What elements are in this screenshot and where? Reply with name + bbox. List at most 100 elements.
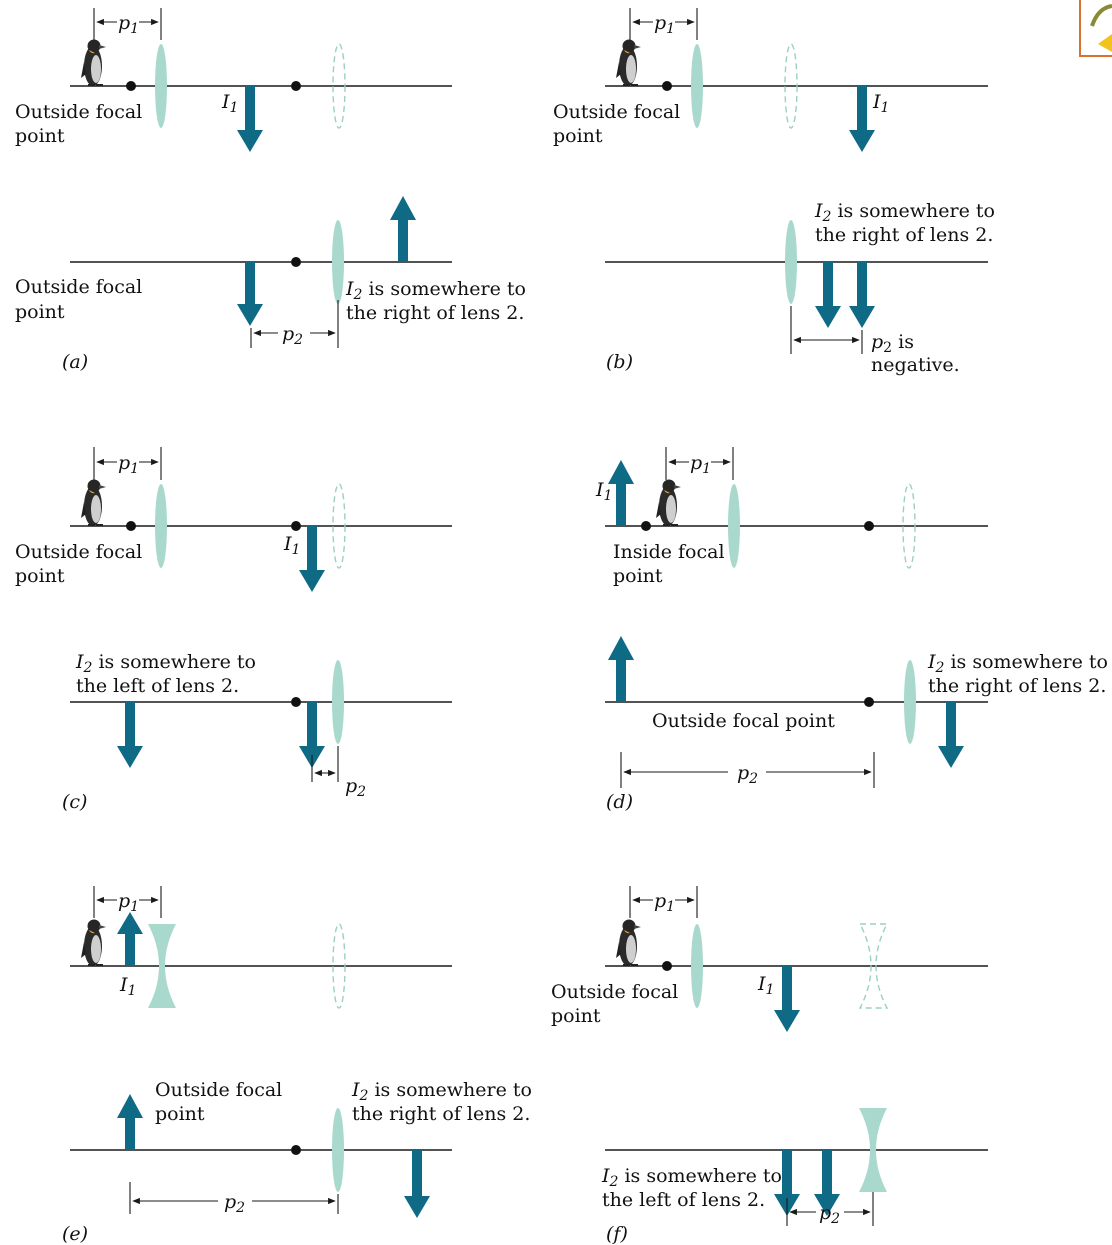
image-arrow-i1	[237, 86, 263, 152]
lens-2	[332, 1108, 344, 1192]
image-arrow-i1	[117, 912, 143, 966]
p1-label: p1	[654, 12, 675, 37]
i2-left-label: the left of lens 2.	[602, 1189, 765, 1211]
lens-1	[691, 924, 703, 1008]
panel-b: p1 I1 Outside focal point I2 is somewher…	[553, 8, 995, 376]
outside-focal-point-label: Outside focal point	[652, 710, 835, 732]
point-label: point	[155, 1103, 205, 1125]
i2-right-label: the right of lens 2.	[346, 302, 524, 324]
image-arrow-i1-as-object	[774, 1150, 800, 1216]
panel-label: (e)	[62, 1223, 88, 1245]
focal-point	[291, 81, 301, 91]
panel-label: (a)	[62, 351, 88, 373]
lens-1	[155, 484, 167, 568]
penguin-icon	[81, 39, 106, 86]
i2-right-label: the right of lens 2.	[815, 224, 993, 246]
p1-label: p1	[118, 452, 139, 477]
lens-1	[728, 484, 740, 568]
i1-label: I1	[283, 533, 300, 558]
i1-label: I1	[119, 974, 136, 999]
lens-2-ghost	[902, 483, 916, 569]
panel-d: p1 I1 Inside focal point Outside focal p…	[595, 447, 1108, 813]
i2-left-label: I2 is somewhere to	[601, 1165, 782, 1190]
outside-focal-label: Outside focal	[15, 541, 142, 563]
outside-focal-label: Outside focal	[155, 1079, 282, 1101]
lens-2	[332, 660, 344, 744]
lens-2-ghost	[784, 43, 798, 129]
p2-label: p2	[345, 775, 366, 800]
lens-2	[785, 220, 797, 304]
penguin-icon	[81, 479, 106, 526]
i1-label: I1	[221, 91, 238, 116]
p2-negative-label: p2 is	[871, 331, 914, 356]
i2-right-label: I2 is somewhere to	[927, 651, 1108, 676]
image-arrow-i1	[608, 460, 634, 526]
image-arrow-i1-as-object	[299, 702, 325, 768]
panel-label: (b)	[606, 351, 633, 373]
i2-left-label: the left of lens 2.	[76, 675, 239, 697]
i2-right-label: I2 is somewhere to	[814, 200, 995, 225]
lens-2	[332, 220, 344, 304]
image-arrow-i1-as-object	[815, 262, 841, 328]
focal-point	[291, 697, 301, 707]
image-arrow-i1	[849, 86, 875, 152]
i1-label: I1	[595, 479, 612, 504]
panel-label: (f)	[606, 1223, 628, 1245]
lens-2-ghost	[332, 923, 346, 1009]
lens-1	[155, 44, 167, 128]
penguin-icon	[656, 479, 681, 526]
penguin-icon	[81, 919, 106, 966]
i2-right-label: I2 is somewhere to	[345, 278, 526, 303]
panel-c: p1 I1 Outside focal point I2 is somewher…	[15, 447, 452, 813]
p1-label: p1	[118, 890, 139, 915]
panel-label: (d)	[606, 791, 633, 813]
point-label: point	[613, 565, 663, 587]
focal-point	[126, 521, 136, 531]
outside-focal-label: Outside focal	[15, 276, 142, 298]
i2-right-label: I2 is somewhere to	[351, 1079, 532, 1104]
lens-2-ghost-diverging	[858, 923, 889, 1009]
lens-1	[691, 44, 703, 128]
focal-point	[291, 1145, 301, 1155]
image-arrow-i2	[849, 262, 875, 328]
i2-right-label: the right of lens 2.	[928, 675, 1106, 697]
focal-point	[641, 521, 651, 531]
focal-point	[662, 961, 672, 971]
image-arrow-i1	[774, 966, 800, 1032]
lens-1-diverging	[148, 924, 176, 1008]
panel-f: p1 I1 Outside focal point I2 is somewher…	[551, 886, 988, 1245]
panel-e: p1 I1 Outside focal point I2 is somewher…	[62, 886, 532, 1245]
point-label: point	[15, 125, 65, 147]
focal-point	[662, 81, 672, 91]
p1-label: p1	[690, 452, 711, 477]
point-label: point	[553, 125, 603, 147]
penguin-icon	[616, 39, 641, 86]
image-arrow-i1	[299, 526, 325, 592]
outside-focal-label: Outside focal	[15, 101, 142, 123]
p2-negative-label: negative.	[871, 354, 960, 376]
focal-point	[126, 81, 136, 91]
p2-label: p2	[282, 323, 303, 348]
panel-a: p1 I1 Outside focal point Outside focal …	[15, 8, 526, 373]
image-arrow-i2	[390, 196, 416, 262]
image-arrow-i1-as-object	[608, 636, 634, 702]
i2-right-label: the right of lens 2.	[352, 1103, 530, 1125]
point-label: point	[15, 301, 65, 323]
lens-2-ghost	[332, 43, 346, 129]
focal-point	[291, 257, 301, 267]
outside-focal-label: Outside focal	[551, 981, 678, 1003]
p1-label: p1	[118, 12, 139, 37]
i1-label: I1	[757, 973, 774, 998]
image-arrow-i2	[404, 1150, 430, 1218]
focal-point	[291, 521, 301, 531]
i1-label: I1	[872, 91, 889, 116]
focal-point	[864, 521, 874, 531]
corner-logo	[1079, 0, 1112, 57]
point-label: point	[551, 1005, 601, 1027]
p2-label: p2	[224, 1191, 245, 1216]
image-arrow-i1-as-object	[117, 1094, 143, 1150]
object-arrow-o2	[237, 262, 263, 326]
lens-2-diverging	[859, 1108, 887, 1192]
lens-2	[904, 660, 916, 744]
